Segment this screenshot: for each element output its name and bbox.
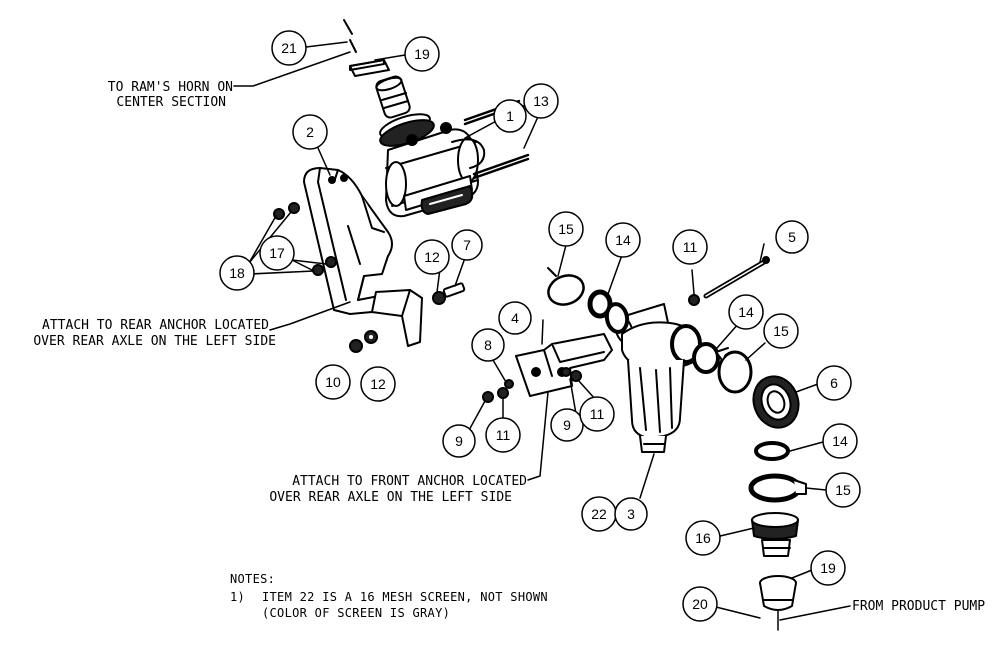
svg-text:10: 10 <box>325 374 341 390</box>
callout-8: 8 <box>471 328 505 362</box>
callout-14-low: 14 <box>822 423 858 459</box>
callout-19-top: 19 <box>404 36 440 72</box>
nuts-part-10-12 <box>349 330 378 353</box>
notes-item1-line2: (COLOR OF SCREEN IS GRAY) <box>262 606 450 620</box>
svg-text:11: 11 <box>683 239 698 255</box>
callout-14-right: 14 <box>728 294 764 330</box>
svg-text:11: 11 <box>496 427 511 443</box>
pin-part-21 <box>343 19 357 53</box>
label-rear-anchor-2: OVER REAR AXLE ON THE LEFT SIDE <box>33 334 276 349</box>
callout-15-low: 15 <box>825 472 861 508</box>
callout-19-low: 19 <box>810 550 846 586</box>
callout-12-low: 12 <box>360 366 396 402</box>
callout-11-mid: 11 <box>579 396 615 432</box>
label-product-pump: FROM PRODUCT PUMP <box>852 599 985 614</box>
svg-text:12: 12 <box>424 249 440 265</box>
callout-4: 4 <box>498 301 532 335</box>
callout-22: 22 <box>581 496 617 532</box>
bolt-part-7 <box>432 282 466 305</box>
callout-20: 20 <box>682 586 718 622</box>
callout-3: 3 <box>614 497 648 531</box>
callout-11-top: 11 <box>672 229 708 265</box>
svg-text:1: 1 <box>506 108 514 124</box>
callout-21: 21 <box>271 30 307 66</box>
callout-18: 18 <box>219 255 255 291</box>
svg-text:18: 18 <box>229 265 245 281</box>
svg-text:22: 22 <box>591 506 607 522</box>
callout-10: 10 <box>315 364 351 400</box>
nut-part-11-top <box>688 294 700 306</box>
callout-12-mid: 12 <box>414 239 450 275</box>
callout-11-left: 11 <box>485 417 521 453</box>
bolt-part-5 <box>703 256 770 299</box>
svg-text:4: 4 <box>511 310 519 326</box>
callout-6: 6 <box>816 365 852 401</box>
label-rear-anchor-1: ATTACH TO REAR ANCHOR LOCATED <box>42 318 269 333</box>
callout-5: 5 <box>775 220 809 254</box>
svg-text:3: 3 <box>627 506 635 522</box>
svg-text:14: 14 <box>738 304 754 320</box>
svg-text:9: 9 <box>563 417 571 433</box>
bracket-part-4 <box>515 333 613 397</box>
notes-heading: NOTES: <box>230 572 275 586</box>
svg-text:14: 14 <box>615 232 631 248</box>
label-rams-horn-1: TO RAM'S HORN ON <box>108 80 233 95</box>
callout-1: 1 <box>493 99 527 133</box>
svg-text:16: 16 <box>695 530 711 546</box>
svg-text:19: 19 <box>414 46 430 62</box>
svg-text:7: 7 <box>463 237 471 253</box>
svg-text:15: 15 <box>835 482 851 498</box>
callout-7: 7 <box>451 229 483 261</box>
svg-text:20: 20 <box>692 596 708 612</box>
svg-text:13: 13 <box>533 93 549 109</box>
svg-text:15: 15 <box>773 323 789 339</box>
callout-9-mid: 9 <box>550 408 584 442</box>
clamp-part-19-top <box>349 59 390 77</box>
fasteners-part-8-9-11 <box>482 367 582 403</box>
svg-text:2: 2 <box>306 124 314 140</box>
svg-text:15: 15 <box>558 221 574 237</box>
callout-14-top: 14 <box>605 222 641 258</box>
svg-text:5: 5 <box>788 229 796 245</box>
callout-13: 13 <box>523 83 559 119</box>
callout-16: 16 <box>685 520 721 556</box>
notes-item1-number: 1) <box>230 590 245 604</box>
label-front-anchor-1: ATTACH TO FRONT ANCHOR LOCATED <box>292 474 527 489</box>
svg-text:17: 17 <box>269 245 285 261</box>
strainer-tee <box>547 267 702 453</box>
fitting-part-6 <box>692 342 800 429</box>
callout-9-left: 9 <box>442 424 476 458</box>
label-rams-horn-2: CENTER SECTION <box>116 95 226 110</box>
bracket-part-2 <box>303 167 423 347</box>
svg-text:21: 21 <box>281 40 297 56</box>
lower-stack-parts <box>748 441 807 631</box>
callout-15-right: 15 <box>763 313 799 349</box>
svg-text:12: 12 <box>370 376 386 392</box>
callout-2: 2 <box>292 114 328 150</box>
callout-17: 17 <box>259 235 295 271</box>
svg-text:8: 8 <box>484 337 492 353</box>
svg-text:19: 19 <box>820 560 836 576</box>
svg-text:9: 9 <box>455 433 463 449</box>
valve-part-1 <box>375 75 486 218</box>
svg-text:6: 6 <box>830 375 838 391</box>
label-front-anchor-2: OVER REAR AXLE ON THE LEFT SIDE <box>269 490 512 505</box>
callout-15-top: 15 <box>548 211 584 247</box>
svg-text:11: 11 <box>590 406 605 422</box>
svg-text:14: 14 <box>832 433 848 449</box>
notes-item1-line1: ITEM 22 IS A 16 MESH SCREEN, NOT SHOWN <box>262 590 548 604</box>
